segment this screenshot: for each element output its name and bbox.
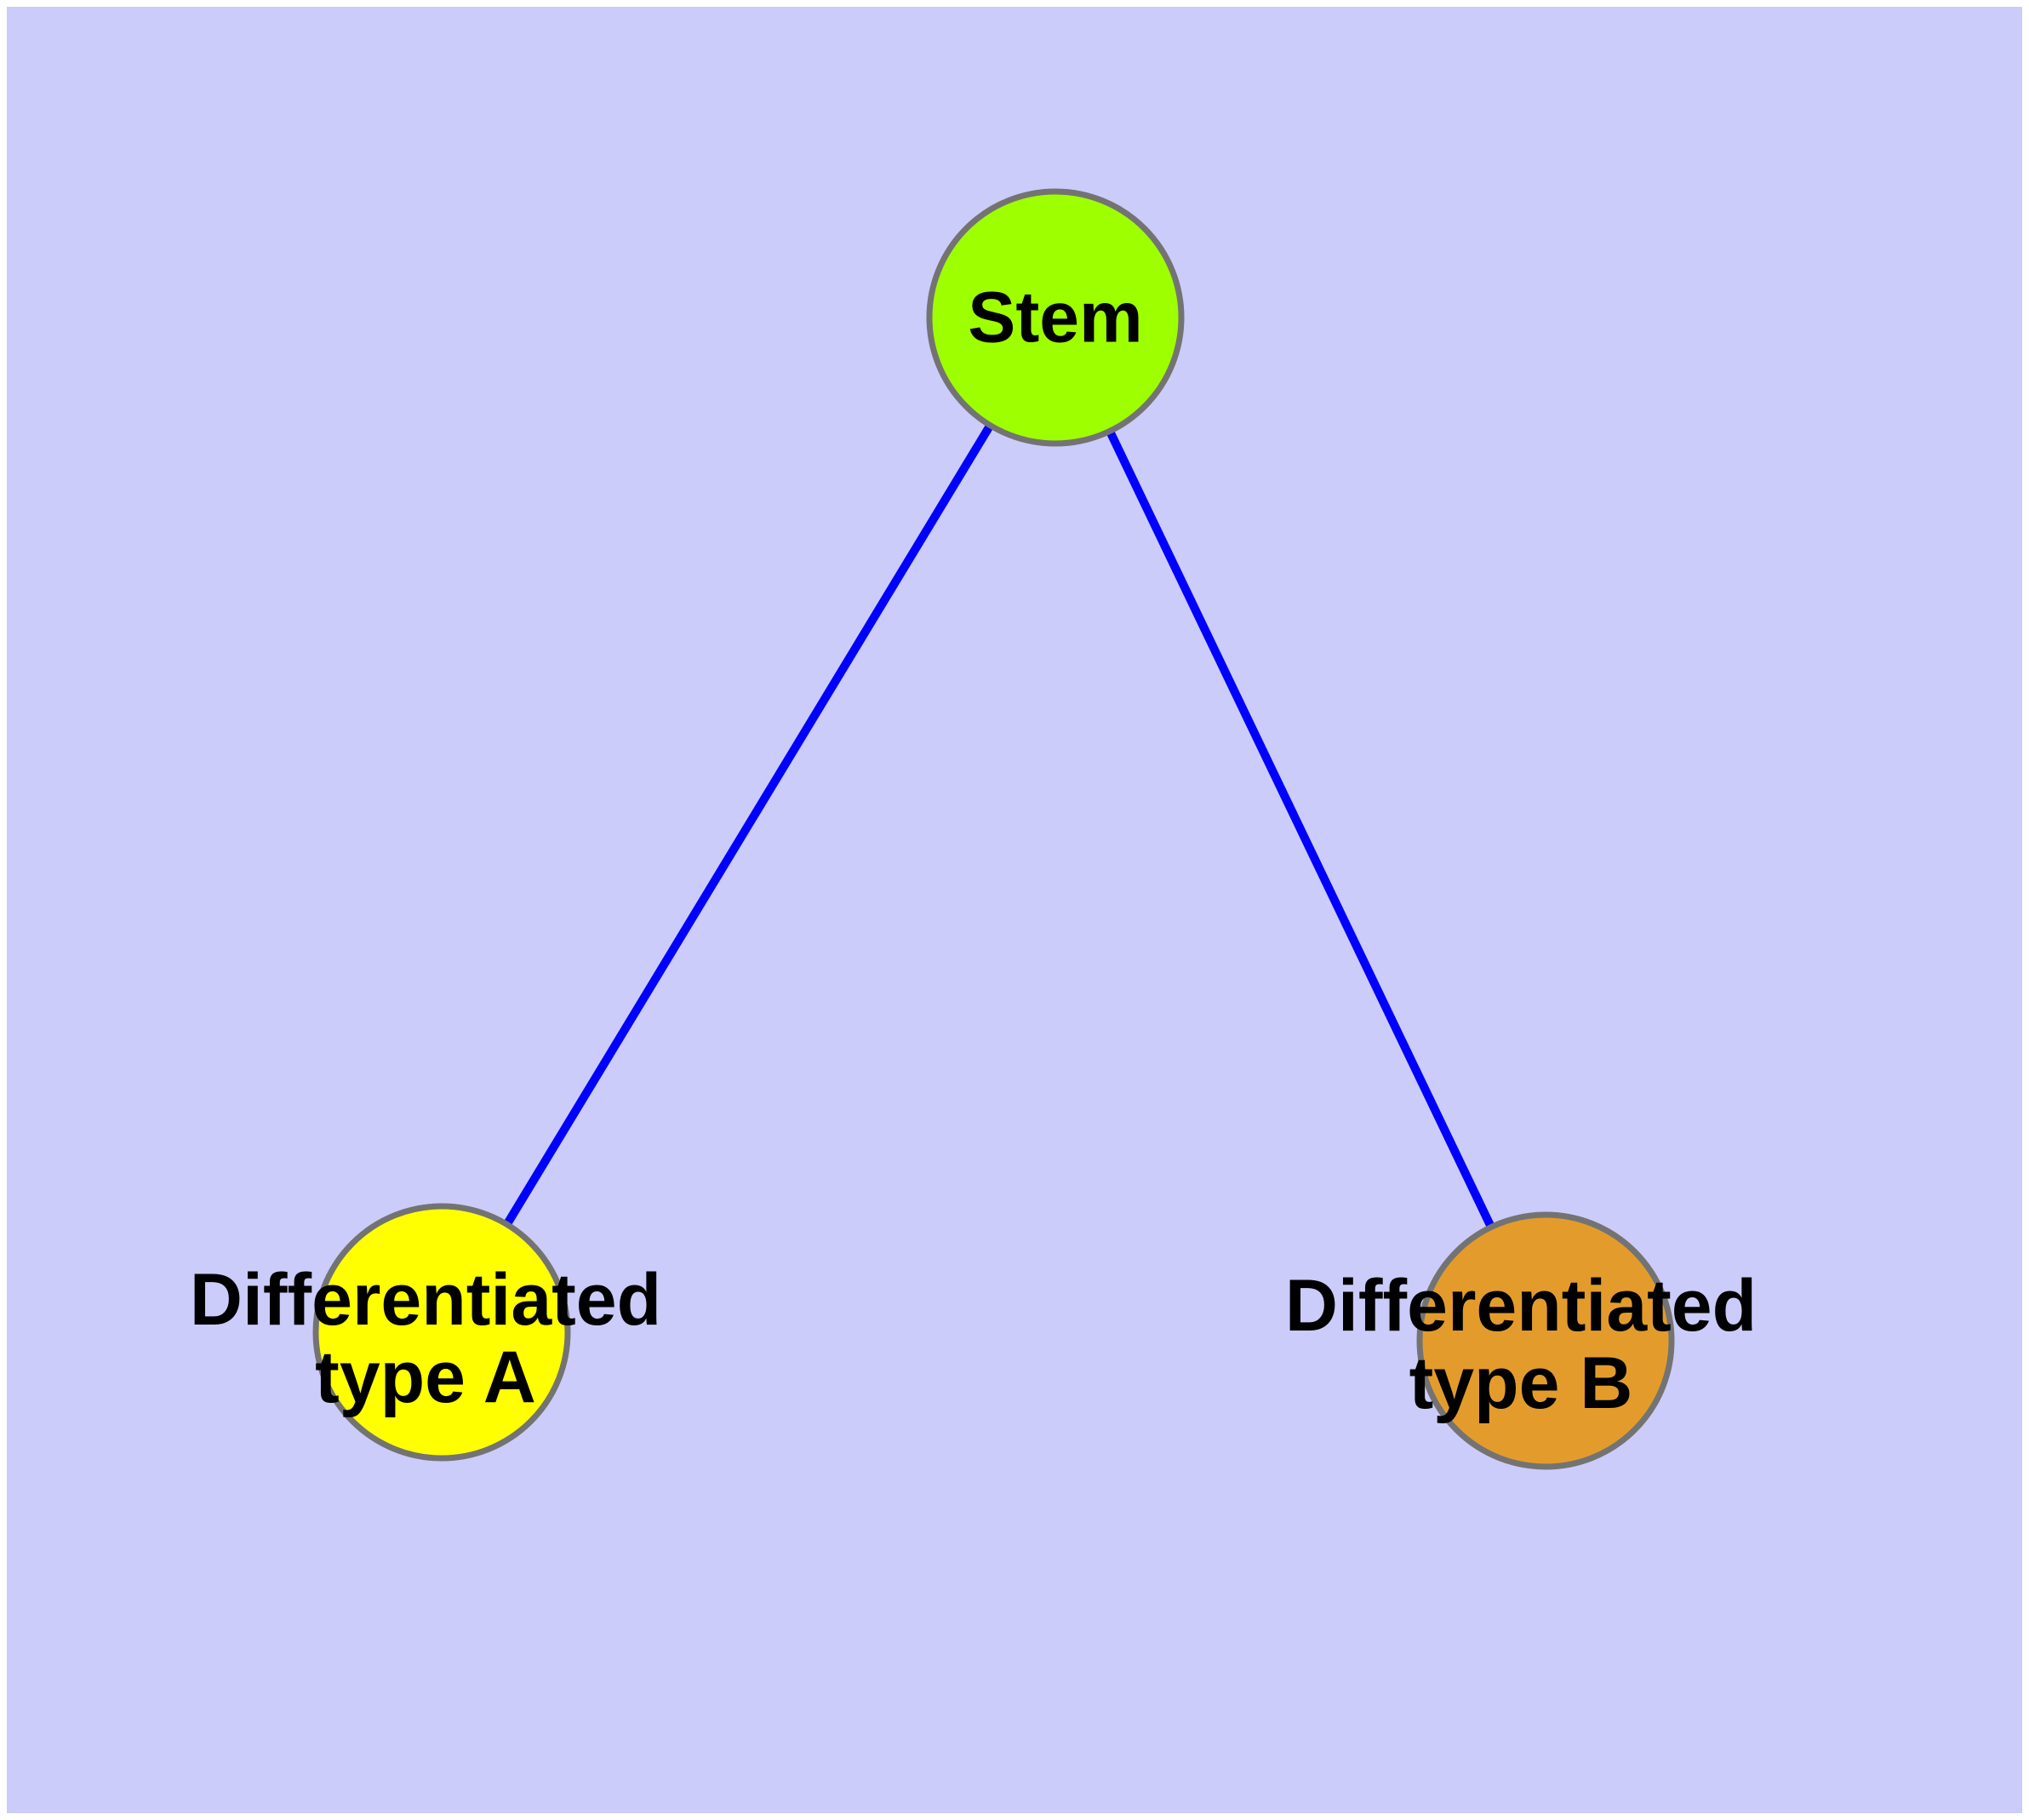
edge-stem-to-diff_a (503, 423, 994, 1227)
node-diff_a[interactable] (312, 1203, 571, 1462)
node-diff_b[interactable] (1416, 1211, 1675, 1470)
edge-stem-to-diff_b (1106, 429, 1495, 1229)
graph-svg (312, 188, 1675, 1470)
edges-group (503, 423, 1495, 1229)
nodes-group (312, 188, 1675, 1470)
node-stem[interactable] (926, 188, 1185, 447)
